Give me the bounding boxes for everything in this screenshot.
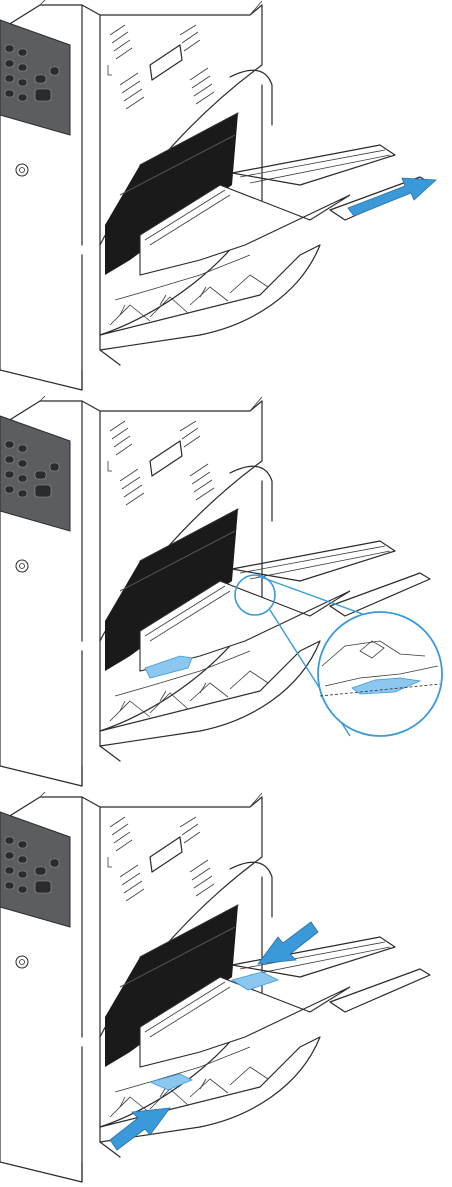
step-3-panel [0, 792, 452, 1187]
step-1-panel [0, 0, 452, 395]
push-arrow-icon [348, 178, 436, 216]
push-arrow-icon [258, 922, 318, 964]
step-2-panel [0, 396, 452, 791]
printer-illustration [0, 0, 452, 395]
printer-illustration [0, 396, 452, 791]
push-arrow-icon [110, 1108, 170, 1150]
printer-illustration [0, 792, 452, 1187]
